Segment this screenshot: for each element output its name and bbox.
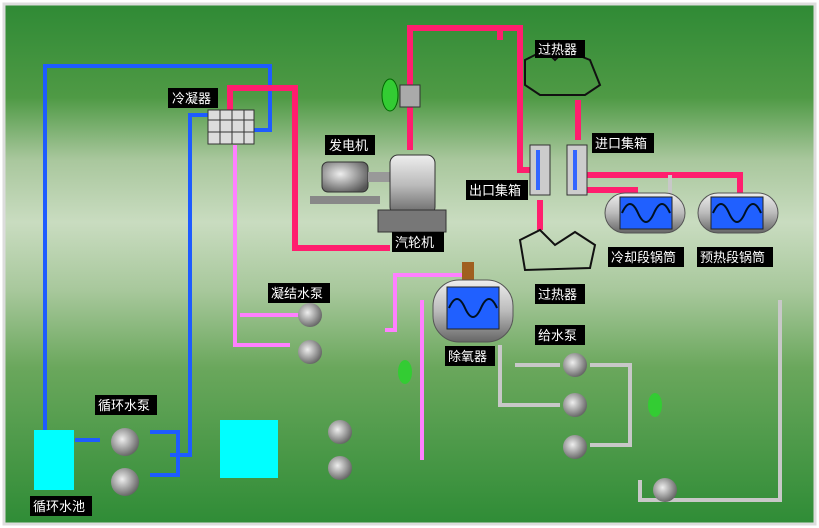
deaerator-valve[interactable]	[398, 360, 412, 384]
label-inlet-header: 进口集箱	[595, 136, 647, 152]
feedwater-pipes	[498, 175, 782, 502]
preheat-drum	[697, 192, 779, 234]
circ-pump-1[interactable]	[111, 428, 139, 456]
feed-control-valve[interactable]	[648, 393, 662, 417]
label-circ-pump: 循环水泵	[98, 399, 150, 414]
condensate-pump-1[interactable]	[298, 303, 322, 327]
label-outlet-header: 出口集箱	[469, 183, 521, 199]
generator	[310, 161, 393, 204]
label-condenser: 冷凝器	[172, 91, 211, 107]
label-cooling-drum: 冷却段锅筒	[611, 250, 676, 266]
booster-pump-1[interactable]	[328, 420, 352, 444]
condensate-pipes	[233, 145, 470, 460]
label-preheat-drum: 预热段锅筒	[700, 250, 765, 266]
steam-control-valve[interactable]	[381, 78, 421, 112]
label-superheater-top: 过热器	[538, 43, 577, 58]
labels: 冷凝器 发电机 汽轮机 过热器 进口集箱 出口集箱 冷却段锅筒 预热段锅筒 过热…	[30, 40, 773, 516]
feed-pump-2[interactable]	[563, 393, 587, 417]
condensate-pump-2[interactable]	[298, 340, 322, 364]
circ-pump-2[interactable]	[111, 468, 139, 496]
condenser	[207, 109, 255, 145]
circulating-pool	[34, 430, 74, 490]
turbine	[377, 154, 447, 233]
label-deaerator: 除氧器	[448, 350, 487, 365]
deaerator	[432, 262, 514, 343]
label-superheater-bottom: 过热器	[538, 288, 577, 303]
label-generator: 发电机	[329, 138, 368, 154]
booster-pump-2[interactable]	[328, 456, 352, 480]
feed-pump-1[interactable]	[563, 353, 587, 377]
circulating-water-pipes	[43, 64, 272, 477]
superheater-bottom	[518, 228, 597, 272]
cooling-drum	[604, 192, 686, 234]
label-condensate-pump: 凝结水泵	[271, 286, 323, 302]
feed-pump-3[interactable]	[563, 435, 587, 459]
pumps[interactable]	[111, 303, 677, 502]
label-turbine: 汽轮机	[395, 236, 434, 251]
feed-valve[interactable]	[653, 478, 677, 502]
label-feed-pump: 给水泵	[538, 329, 577, 344]
condensate-tank	[220, 420, 278, 478]
label-circ-pool: 循环水池	[33, 500, 85, 515]
